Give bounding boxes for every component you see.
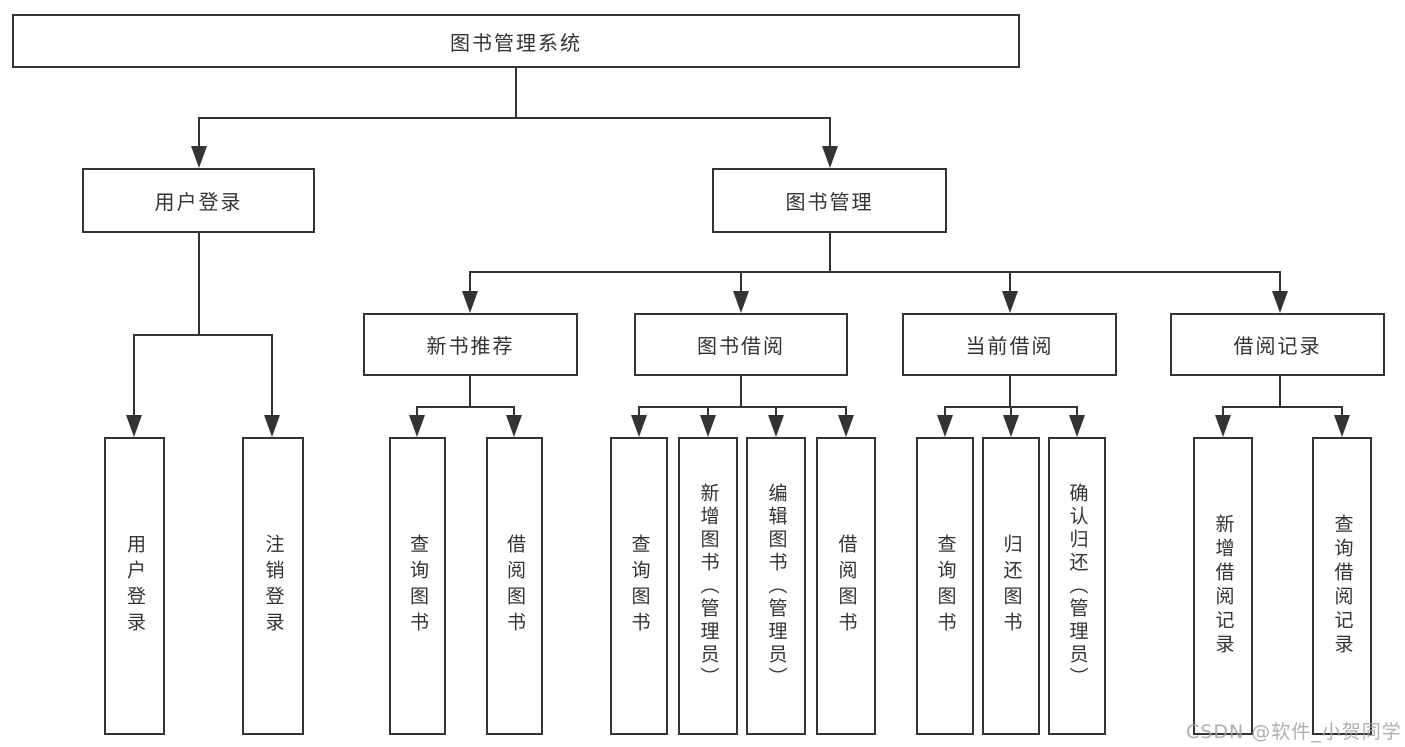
- leaf-logout: 注销登录: [242, 437, 304, 735]
- node-user-login-label: 用户登录: [154, 190, 243, 214]
- arrowhead-leaf-bb-borrow-icon: [838, 415, 854, 437]
- node-user-login: 用户登录: [82, 168, 315, 233]
- leaf-borrow-edit-label: 编辑图书（管理员）: [765, 482, 788, 690]
- leaf-current-return: 归还图书: [982, 437, 1040, 735]
- node-borrow-record: 借阅记录: [1170, 313, 1385, 376]
- connector-bookborrow-stem: [740, 376, 742, 408]
- leaf-user-login-label: 用户登录: [124, 534, 146, 638]
- node-current-borrow: 当前借阅: [902, 313, 1117, 376]
- connector-br-query-drop: [1341, 406, 1343, 420]
- leaf-borrow-add: 新增图书（管理员）: [678, 437, 738, 735]
- node-book-management: 图书管理: [712, 168, 947, 233]
- connector-bookmgmt-splitter: [469, 271, 1281, 273]
- leaf-newbook-borrow: 借阅图书: [486, 437, 543, 735]
- arrowhead-book-borrow-icon: [733, 291, 749, 313]
- leaf-current-query: 查询图书: [916, 437, 974, 735]
- arrowhead-borrow-record-icon: [1272, 291, 1288, 313]
- connector-logout-leaf-drop: [271, 334, 273, 418]
- connector-currentborrow-stem: [1009, 376, 1011, 408]
- connector-bb-borrow-drop: [845, 406, 847, 420]
- arrowhead-leaf-cb-return-icon: [1003, 415, 1019, 437]
- leaf-borrow-edit: 编辑图书（管理员）: [746, 437, 806, 735]
- arrowhead-leaf-logout-icon: [264, 415, 280, 437]
- arrowhead-leaf-cb-query-icon: [937, 415, 953, 437]
- connector-borrowrecord-drop: [1279, 271, 1281, 295]
- leaf-newbook-query-label: 查询图书: [407, 534, 429, 638]
- node-borrow-record-label: 借阅记录: [1233, 334, 1322, 358]
- arrowhead-user-login-icon: [191, 146, 207, 168]
- leaf-record-add-label: 新增借阅记录: [1212, 514, 1235, 658]
- watermark: CSDN @软件_小贺同学: [1186, 721, 1402, 743]
- connector-userlogin-leaf-drop: [133, 334, 135, 418]
- connector-user-stem: [198, 233, 200, 335]
- leaf-borrow-borrow: 借阅图书: [816, 437, 876, 735]
- arrowhead-leaf-br-query-icon: [1334, 415, 1350, 437]
- connector-cb-return-drop: [1010, 406, 1012, 420]
- leaf-record-query-label: 查询借阅记录: [1331, 514, 1354, 658]
- leaf-user-login: 用户登录: [104, 437, 165, 735]
- leaf-current-confirm-label: 确认归还（管理员）: [1066, 482, 1089, 690]
- connector-nb-query-drop: [416, 406, 418, 420]
- connector-user-drop: [198, 117, 200, 149]
- node-new-book-recommend: 新书推荐: [363, 313, 578, 376]
- arrowhead-leaf-br-add-icon: [1215, 415, 1231, 437]
- connector-user-splitter: [133, 334, 273, 336]
- leaf-record-add: 新增借阅记录: [1193, 437, 1253, 735]
- connector-newbook-stem: [469, 376, 471, 408]
- connector-bb-add-drop: [707, 406, 709, 420]
- connector-currentborrow-drop: [1009, 271, 1011, 295]
- arrowhead-leaf-nb-borrow-icon: [506, 415, 522, 437]
- leaf-logout-label: 注销登录: [262, 534, 285, 638]
- arrowhead-new-book-recommend-icon: [462, 291, 478, 313]
- connector-bookborrow-drop: [740, 271, 742, 295]
- leaf-borrow-query-label: 查询图书: [628, 534, 651, 638]
- connector-br-add-drop: [1222, 406, 1224, 420]
- node-root-label: 图书管理系统: [450, 30, 582, 55]
- arrowhead-leaf-cb-confirm-icon: [1069, 415, 1085, 437]
- connector-borrowrecord-leaf-splitter: [1222, 406, 1342, 408]
- connector-bookmgmt-stem: [829, 233, 831, 272]
- arrowhead-current-borrow-icon: [1002, 291, 1018, 313]
- leaf-borrow-add-label: 新增图书（管理员）: [697, 482, 720, 690]
- leaf-newbook-query: 查询图书: [389, 437, 446, 735]
- connector-root-stem: [515, 68, 517, 119]
- arrowhead-leaf-bb-query-icon: [631, 415, 647, 437]
- node-root: 图书管理系统: [12, 14, 1020, 68]
- arrowhead-leaf-bb-edit-icon: [768, 415, 784, 437]
- connector-nb-borrow-drop: [513, 406, 515, 420]
- node-book-management-label: 图书管理: [785, 190, 874, 214]
- leaf-current-query-label: 查询图书: [934, 534, 957, 638]
- arrowhead-leaf-bb-add-icon: [700, 415, 716, 437]
- connector-root-splitter: [198, 117, 831, 119]
- connector-cb-query-drop: [944, 406, 946, 420]
- leaf-current-confirm: 确认归还（管理员）: [1048, 437, 1106, 735]
- leaf-record-query: 查询借阅记录: [1312, 437, 1372, 735]
- node-book-borrow-label: 图书借阅: [697, 334, 785, 358]
- connector-bb-query-drop: [638, 406, 640, 420]
- connector-bookborrow-leaf-splitter: [638, 406, 846, 408]
- node-book-borrow: 图书借阅: [634, 313, 848, 376]
- leaf-newbook-borrow-label: 借阅图书: [504, 534, 526, 638]
- leaf-borrow-query: 查询图书: [610, 437, 668, 735]
- arrowhead-leaf-nb-query-icon: [409, 415, 425, 437]
- connector-bb-edit-drop: [775, 406, 777, 420]
- connector-borrowrecord-stem: [1279, 376, 1281, 408]
- leaf-current-return-label: 归还图书: [1000, 534, 1023, 638]
- leaf-borrow-borrow-label: 借阅图书: [835, 534, 858, 638]
- arrowhead-leaf-user-login-icon: [126, 415, 142, 437]
- connector-newbook-drop: [469, 271, 471, 295]
- connector-newbook-splitter: [416, 406, 515, 408]
- connector-bookmgmt-drop: [829, 117, 831, 149]
- arrowhead-book-management-icon: [822, 146, 838, 168]
- connector-cb-confirm-drop: [1076, 406, 1078, 420]
- node-new-book-recommend-label: 新书推荐: [426, 334, 515, 358]
- node-current-borrow-label: 当前借阅: [965, 334, 1054, 358]
